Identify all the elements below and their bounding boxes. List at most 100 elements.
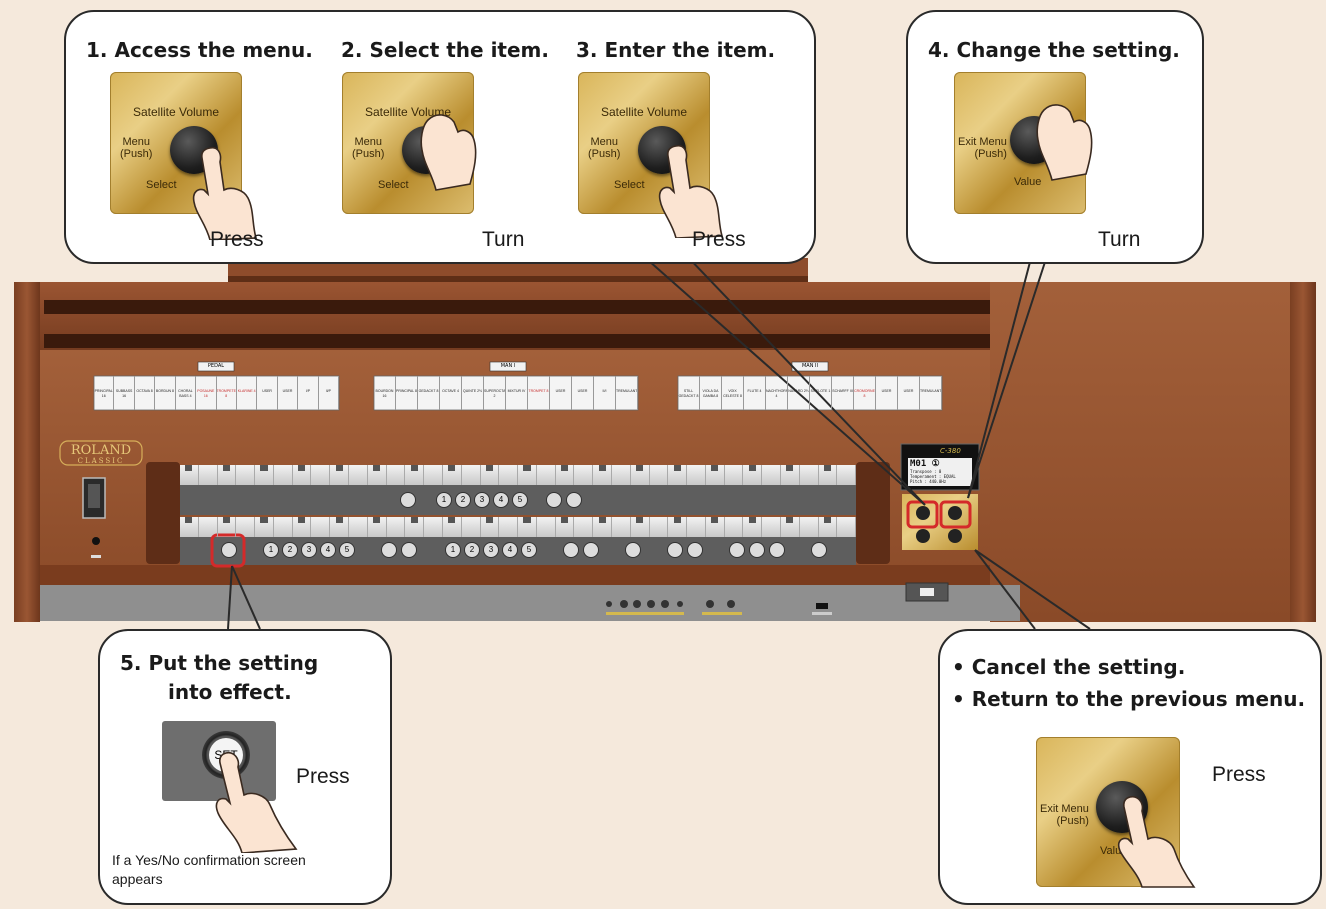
black-key[interactable] [711,517,718,523]
black-key[interactable] [636,517,643,523]
memory-piston[interactable]: 4 [493,492,509,508]
memory-piston[interactable]: 5 [339,542,355,558]
key[interactable] [481,465,500,485]
key[interactable] [819,517,838,537]
menu-select-knob[interactable] [908,502,937,527]
memory-piston[interactable]: 1 [263,542,279,558]
stop-tab[interactable]: USER [876,376,898,410]
key[interactable] [236,517,255,537]
stop-tab[interactable]: II/P [319,376,339,410]
stop-tab[interactable]: CHORAL BASS 4 [176,376,196,410]
key[interactable] [499,517,518,537]
stop-tab[interactable]: SUBBASS 16 [114,376,134,410]
stop-tab[interactable]: TREMULANT [920,376,942,410]
key[interactable] [293,465,312,485]
key[interactable] [631,465,650,485]
set-piston[interactable] [221,542,237,558]
black-key[interactable] [260,465,267,471]
piston-f[interactable] [667,542,683,558]
key[interactable] [668,465,687,485]
key[interactable] [405,465,424,485]
stop-tab[interactable]: TROMPET 8 [528,376,550,410]
black-key[interactable] [523,465,530,471]
memory-piston[interactable]: 3 [474,492,490,508]
stop-tab[interactable]: USER [550,376,572,410]
key[interactable] [781,517,800,537]
key[interactable] [330,517,349,537]
black-key[interactable] [561,465,568,471]
key[interactable] [537,465,556,485]
black-key[interactable] [749,465,756,471]
key[interactable] [499,465,518,485]
stop-tab[interactable]: BOURDON 16 [374,376,396,410]
key[interactable] [725,517,744,537]
black-key[interactable] [749,517,756,523]
piston-zero[interactable] [811,542,827,558]
key[interactable] [574,465,593,485]
black-key[interactable] [523,517,530,523]
stop-tab[interactable]: GEDACKT 8 [418,376,440,410]
black-key[interactable] [298,465,305,471]
key[interactable] [274,465,293,485]
key[interactable] [387,465,406,485]
memory-piston[interactable]: 3 [483,542,499,558]
key[interactable] [462,517,481,537]
piston-plus[interactable] [566,492,582,508]
key[interactable] [424,465,443,485]
key[interactable] [481,517,500,537]
stop-tab[interactable]: STILL GEDACKT 8 [678,376,700,410]
key[interactable] [762,517,781,537]
black-key[interactable] [486,465,493,471]
key[interactable] [274,517,293,537]
black-key[interactable] [786,517,793,523]
key[interactable] [218,517,237,537]
key[interactable] [255,465,274,485]
key[interactable] [706,465,725,485]
stop-tab[interactable]: USER [898,376,920,410]
key[interactable] [255,517,274,537]
black-key[interactable] [223,465,230,471]
key[interactable] [762,465,781,485]
key[interactable] [311,517,330,537]
piston-e[interactable] [625,542,641,558]
key[interactable] [687,517,706,537]
key[interactable] [180,465,199,485]
key[interactable] [837,517,856,537]
memory-piston[interactable]: 1 [436,492,452,508]
key[interactable] [800,465,819,485]
key[interactable] [556,517,575,537]
piston-h[interactable] [729,542,745,558]
stop-tab[interactable]: OCTAVA 8 [135,376,155,410]
memory-piston[interactable]: 5 [521,542,537,558]
stop-tab[interactable]: USER [278,376,298,410]
black-key[interactable] [561,517,568,523]
black-key[interactable] [786,465,793,471]
key[interactable] [650,517,669,537]
stop-tab[interactable]: VIOLA DA GAMBA 8 [700,376,722,410]
memory-piston[interactable]: 2 [282,542,298,558]
piston-c[interactable] [563,542,579,558]
key[interactable] [612,465,631,485]
black-key[interactable] [599,465,606,471]
black-key[interactable] [674,517,681,523]
key[interactable] [837,465,856,485]
key[interactable] [725,465,744,485]
stop-tab[interactable]: VOIX CELESTE 8 [722,376,744,410]
key[interactable] [800,517,819,537]
black-key[interactable] [260,517,267,523]
key[interactable] [518,517,537,537]
stop-tab[interactable]: SCHARFF III [832,376,854,410]
key[interactable] [743,517,762,537]
memory-piston[interactable]: 2 [455,492,471,508]
stop-tab[interactable]: MIXTUR IV [506,376,528,410]
key[interactable] [368,465,387,485]
black-key[interactable] [711,465,718,471]
stop-tab[interactable]: SUPEROCTAVE 2 [484,376,506,410]
key[interactable] [819,465,838,485]
key[interactable] [650,465,669,485]
memory-piston[interactable]: 4 [320,542,336,558]
piston-d[interactable] [583,542,599,558]
black-key[interactable] [336,465,343,471]
key[interactable] [687,465,706,485]
key[interactable] [743,465,762,485]
